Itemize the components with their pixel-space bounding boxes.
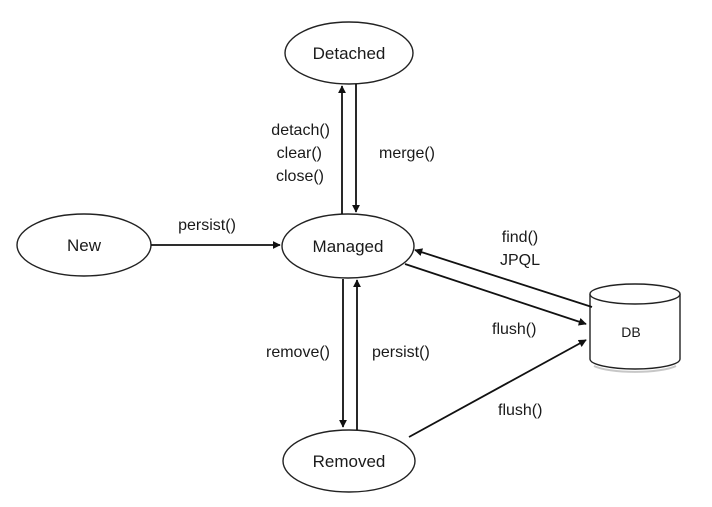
label-close: close() [276,168,324,185]
node-detached: Detached [284,21,414,85]
db-label: DB [621,324,640,340]
label-detach: detach() [271,122,330,139]
node-new-label: New [67,236,102,255]
db-cylinder: DB [589,283,681,373]
label-jpql: JPQL [500,252,540,269]
label-find-group: find() JPQL [500,229,540,269]
label-clear: clear() [277,145,322,162]
node-detached-label: Detached [313,44,386,63]
node-managed: Managed [281,213,415,279]
edge-managed-to-db [404,263,587,326]
edge-db-to-managed [414,248,593,308]
label-merge: merge() [379,145,435,162]
node-removed: Removed [282,429,416,493]
label-flush-from-managed: flush() [492,321,536,338]
label-flush-from-removed: flush() [498,402,542,419]
node-managed-label: Managed [313,237,384,256]
node-removed-label: Removed [313,452,386,471]
label-detach-group: detach() clear() close() [271,122,330,185]
label-persist-from-new: persist() [178,217,236,234]
edge-removed-to-db [408,339,587,438]
label-remove: remove() [266,344,330,361]
label-find: find() [502,229,538,246]
label-persist-from-removed: persist() [372,344,430,361]
node-new: New [16,213,152,277]
